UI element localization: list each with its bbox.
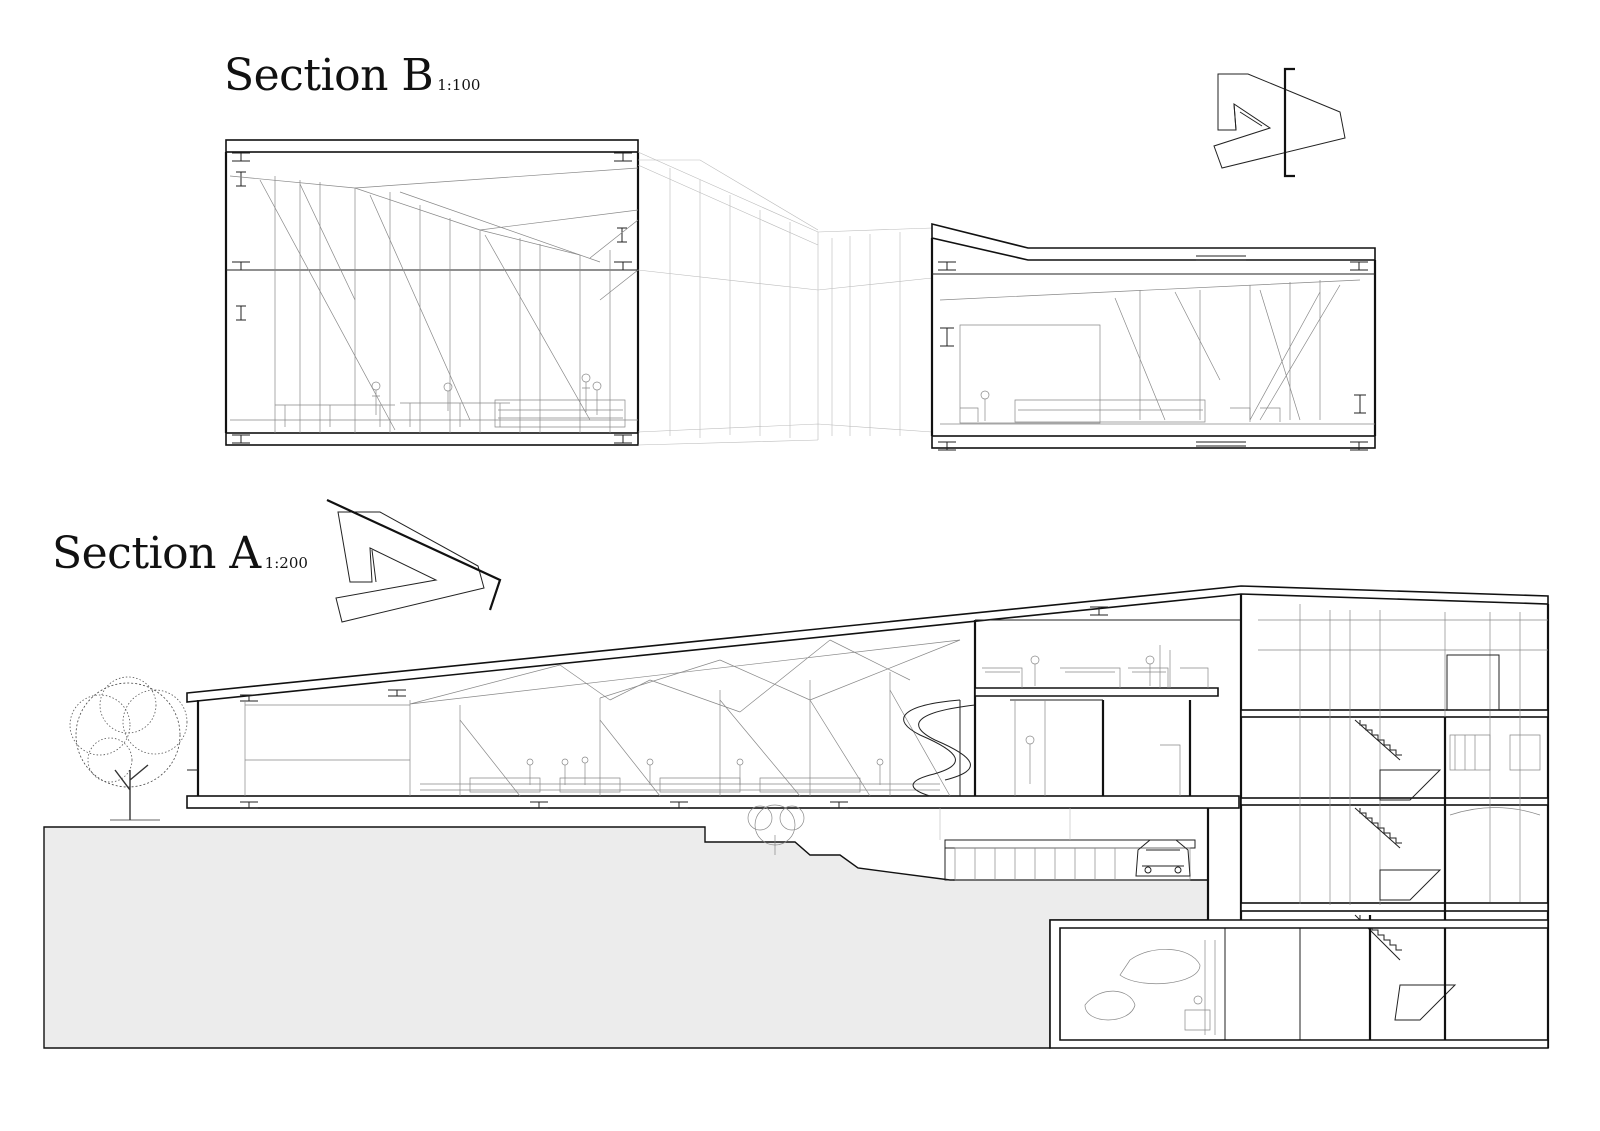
section-a-mezzanine: [973, 619, 1241, 796]
section-b-i-beams: [232, 152, 632, 444]
section-a-tower: [1224, 594, 1550, 1048]
section-b-left-roof-slab: [225, 139, 639, 153]
tree-icon: [69, 676, 188, 821]
section-b-left-furniture: [275, 373, 626, 428]
section-b-right-structure: [939, 279, 1375, 425]
section-a-i-beams: [240, 606, 1108, 809]
section-b-left-floor-slab: [225, 432, 639, 446]
section-a-basement: [1049, 919, 1549, 1049]
section-a-people: [469, 756, 884, 793]
section-a-scale: 1:200: [264, 554, 308, 572]
section-a-drawing: [43, 585, 1550, 1049]
section-b-drawing: [224, 139, 1377, 451]
section-b-right-floor-slab: [931, 435, 1376, 449]
section-a-label: Section A: [52, 528, 261, 579]
section-b-right-i-beams: [938, 255, 1368, 451]
section-a-main-floor-slab: [186, 795, 1240, 809]
section-b-scale: 1:100: [437, 76, 481, 94]
section-a-rooms: [1010, 699, 1192, 796]
key-plan-icon: [326, 499, 502, 623]
section-a-hall-structure: [244, 639, 961, 797]
key-plan-icon: [1213, 67, 1346, 178]
tree-icon: [747, 804, 805, 855]
section-a-roof-slab: [186, 585, 1549, 703]
section-a-ground: [43, 826, 1209, 1049]
car-icon: [1135, 839, 1191, 877]
section-a-spiral-stair: [903, 699, 976, 797]
section-b-left-structure: [229, 167, 639, 433]
section-a-parking: [939, 808, 1210, 920]
section-b-label: Section B: [224, 50, 434, 101]
section-b-link-wall: [637, 151, 933, 446]
section-b-right-roof-slab: [931, 222, 1376, 261]
